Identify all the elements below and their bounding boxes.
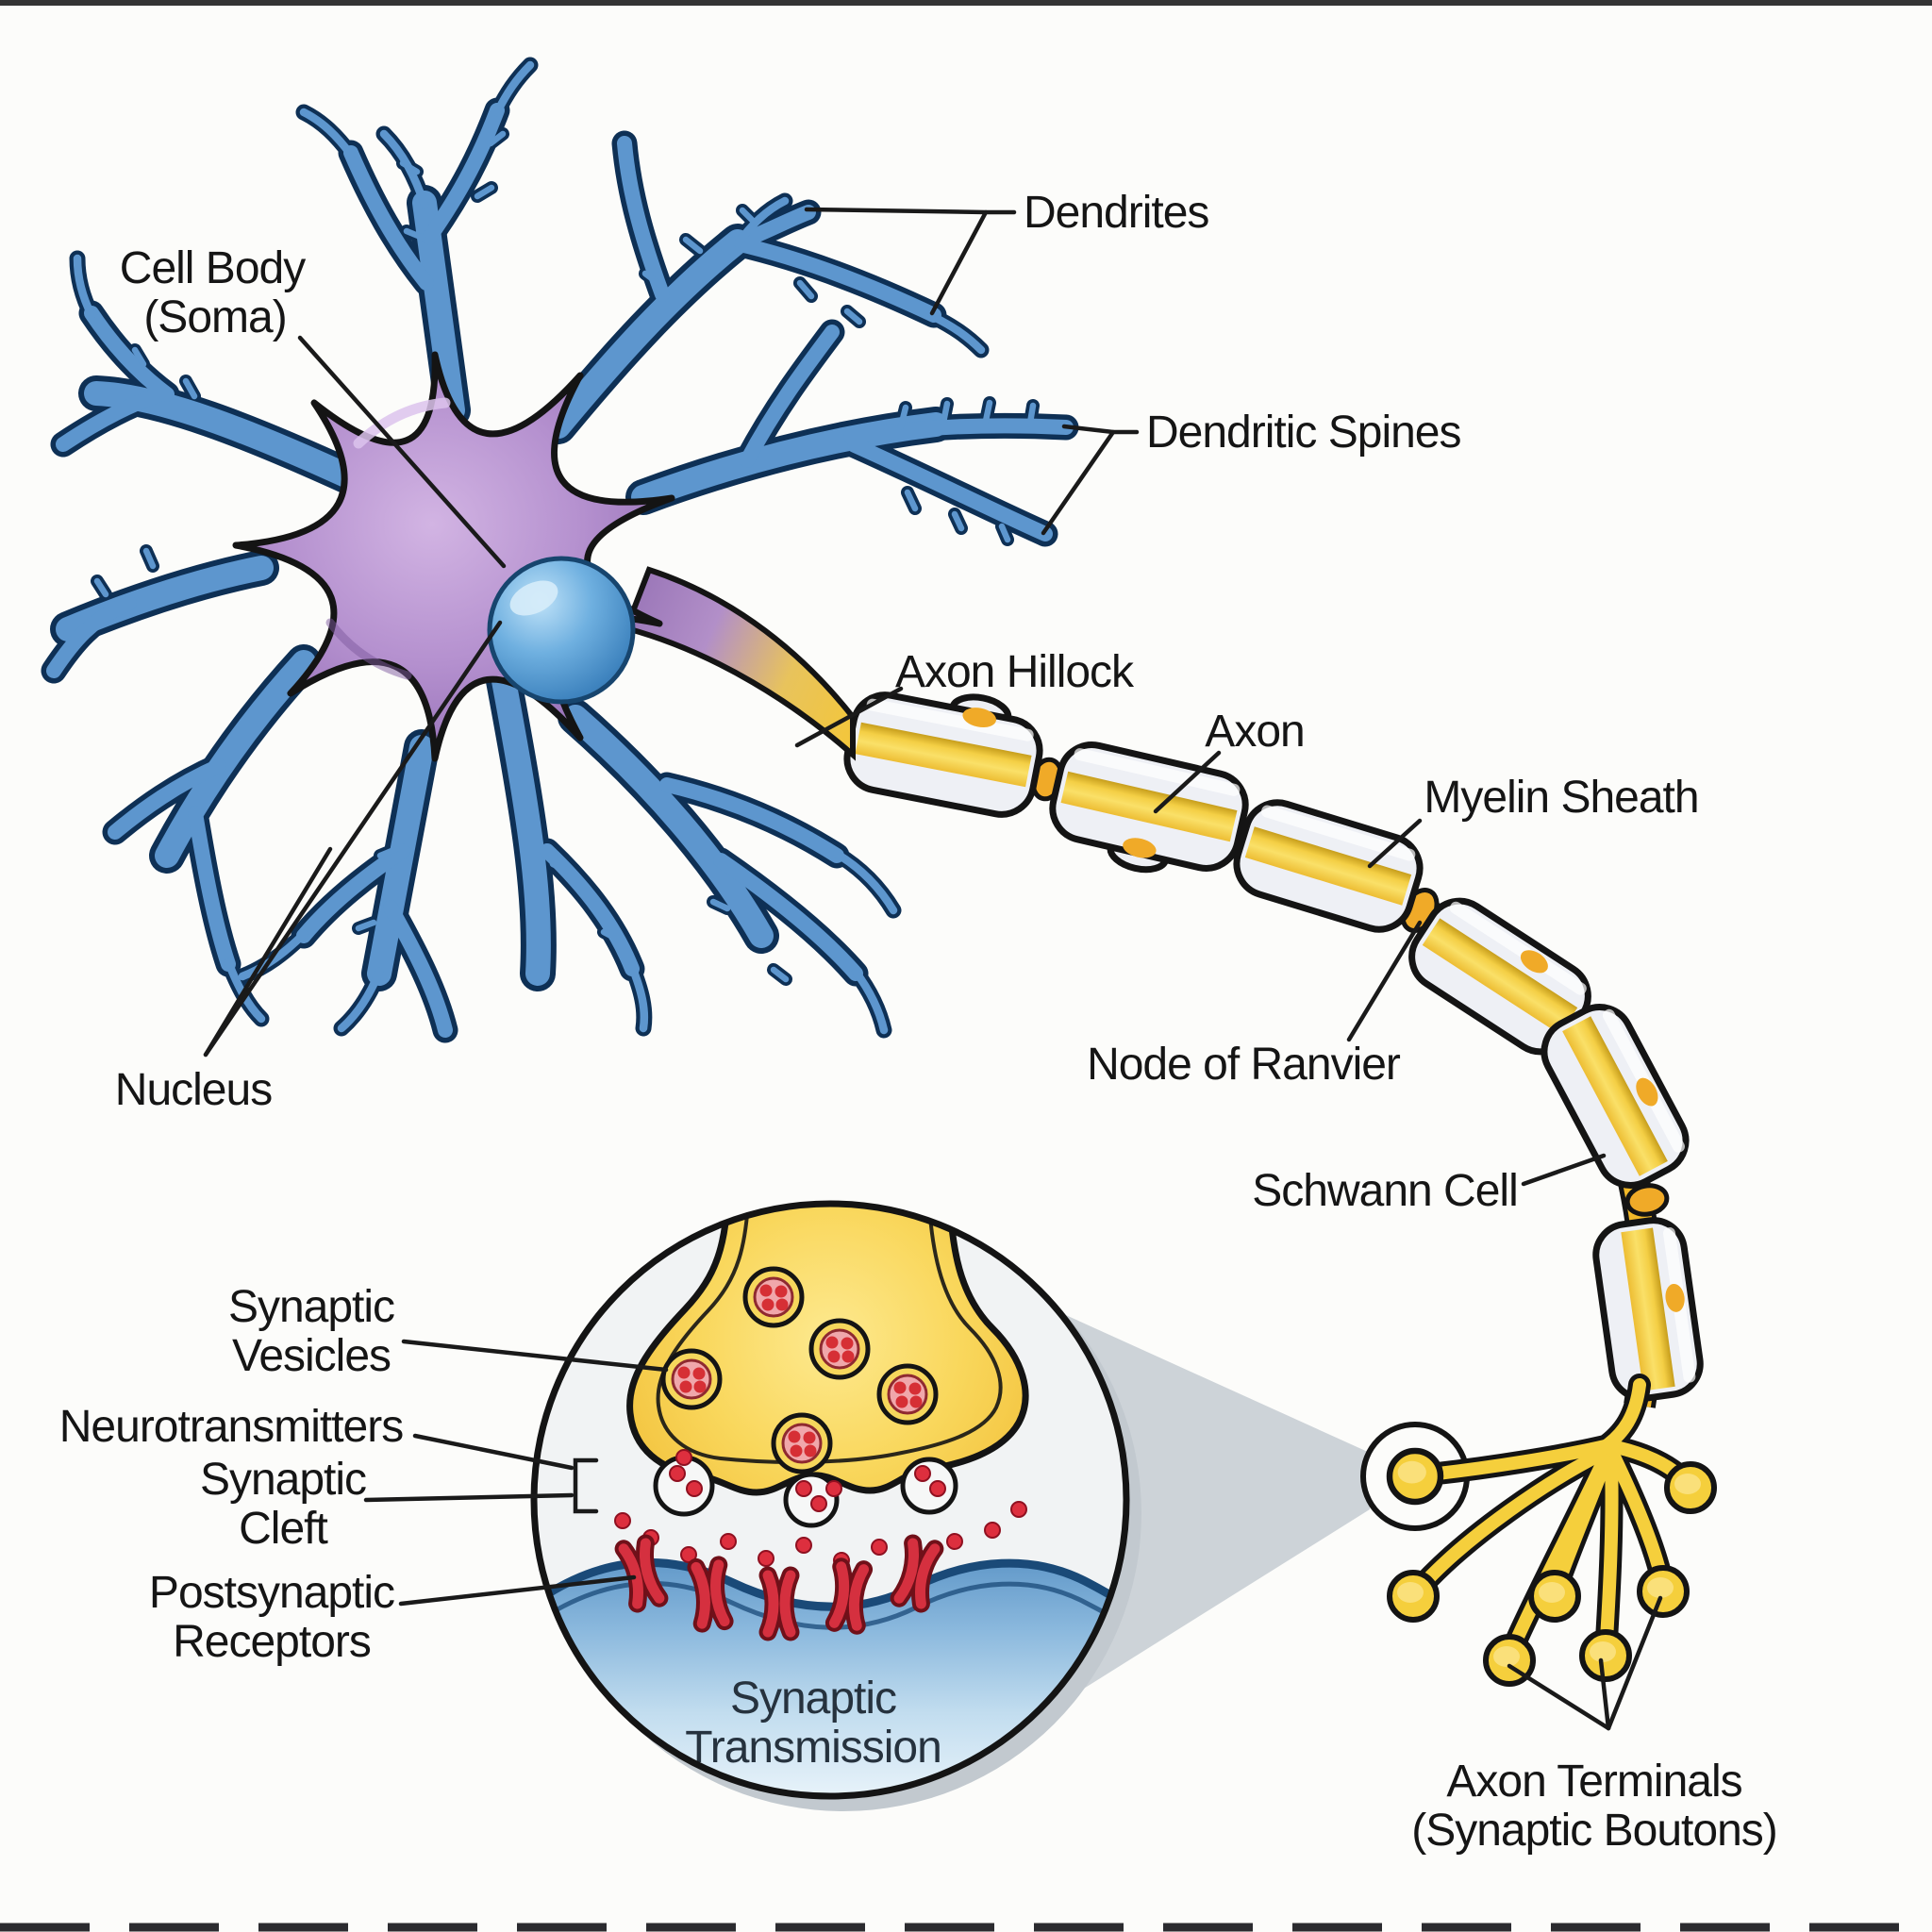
label-axon-terminals-2: (Synaptic Boutons) bbox=[1411, 1806, 1777, 1856]
inset-circle-border bbox=[530, 1200, 1130, 1800]
leader-nucleus-b bbox=[203, 846, 333, 1058]
label-myelin-sheath: Myelin Sheath bbox=[1424, 773, 1698, 823]
label-synaptic-vesicles-2: Vesicles bbox=[232, 1331, 391, 1381]
leader-axon-terminals-c bbox=[1606, 1595, 1663, 1731]
top-border-artifact bbox=[0, 0, 1932, 6]
synapse-inset: Synaptic Transmission bbox=[537, 1207, 1124, 1793]
label-axon: Axon bbox=[1205, 707, 1304, 757]
soma-shade bbox=[325, 618, 412, 680]
myelin-segment-1 bbox=[843, 691, 1043, 818]
leader-dendrites-b bbox=[929, 209, 989, 316]
leader-dendrites-a bbox=[804, 207, 1017, 215]
label-node-of-ranvier: Node of Ranvier bbox=[1087, 1040, 1401, 1090]
leader-synaptic-vesicles bbox=[401, 1339, 669, 1373]
postsynaptic-membrane bbox=[537, 1562, 1124, 1793]
myelin-segment-3 bbox=[1233, 799, 1424, 933]
label-schwann-cell: Schwann Cell bbox=[1252, 1166, 1517, 1216]
label-axon-hillock: Axon Hillock bbox=[895, 647, 1135, 697]
leader-axon-hillock bbox=[794, 686, 904, 748]
leader-dendritic-spines-b bbox=[1041, 429, 1116, 536]
label-synaptic-cleft-1: Synaptic bbox=[200, 1455, 366, 1505]
label-synaptic-transmission-2: Transmission bbox=[685, 1723, 941, 1773]
label-cell-body-1: Cell Body bbox=[120, 243, 306, 293]
leader-axon-terminals-a bbox=[1507, 1663, 1611, 1731]
leader-node-of-ranvier bbox=[1346, 920, 1423, 1042]
axon-terminal-arbor bbox=[1390, 1374, 1714, 1684]
label-postsynaptic-receptors-1: Postsynaptic bbox=[149, 1568, 394, 1618]
leader-synaptic-cleft bbox=[363, 1492, 575, 1503]
label-nucleus: Nucleus bbox=[115, 1065, 272, 1115]
label-dendritic-spines: Dendritic Spines bbox=[1146, 408, 1461, 458]
soma-highlight bbox=[353, 397, 451, 449]
leader-nucleus-a bbox=[203, 620, 503, 1058]
label-postsynaptic-receptors-2: Receptors bbox=[173, 1617, 371, 1667]
leader-schwann-cell bbox=[1521, 1153, 1607, 1187]
label-synaptic-cleft-2: Cleft bbox=[239, 1504, 327, 1554]
myelin-segment-2 bbox=[1049, 741, 1249, 874]
leader-cell-body bbox=[297, 335, 507, 569]
label-synaptic-vesicles-1: Synaptic bbox=[228, 1282, 394, 1332]
leader-neurotransmitters bbox=[412, 1433, 575, 1471]
leader-axon bbox=[1153, 750, 1222, 814]
cell-body-soma bbox=[232, 351, 675, 762]
label-synaptic-transmission-1: Synaptic bbox=[730, 1674, 896, 1724]
nucleus bbox=[487, 556, 636, 705]
axon-hillock bbox=[622, 566, 856, 761]
label-cell-body-2: (Soma) bbox=[143, 292, 286, 342]
leader-myelin-sheath bbox=[1367, 818, 1423, 869]
cleft-bracket bbox=[573, 1457, 599, 1514]
labels: Cell Body (Soma) Dendrites Dendritic Spi… bbox=[59, 188, 1778, 1856]
label-dendrites: Dendrites bbox=[1024, 188, 1208, 238]
leader-postsynaptic-receptors bbox=[398, 1574, 637, 1607]
myelin-segment-5 bbox=[1541, 1004, 1690, 1189]
myelin-segment-6 bbox=[1592, 1217, 1704, 1402]
arbor-fill bbox=[1416, 1378, 1693, 1650]
leader-lines bbox=[203, 207, 1663, 1731]
leader-axon-terminals-b bbox=[1598, 1657, 1611, 1731]
label-neurotransmitters: Neurotransmitters bbox=[59, 1402, 403, 1452]
axon-chain bbox=[843, 691, 1704, 1408]
label-axon-terminals-1: Axon Terminals bbox=[1446, 1757, 1741, 1807]
